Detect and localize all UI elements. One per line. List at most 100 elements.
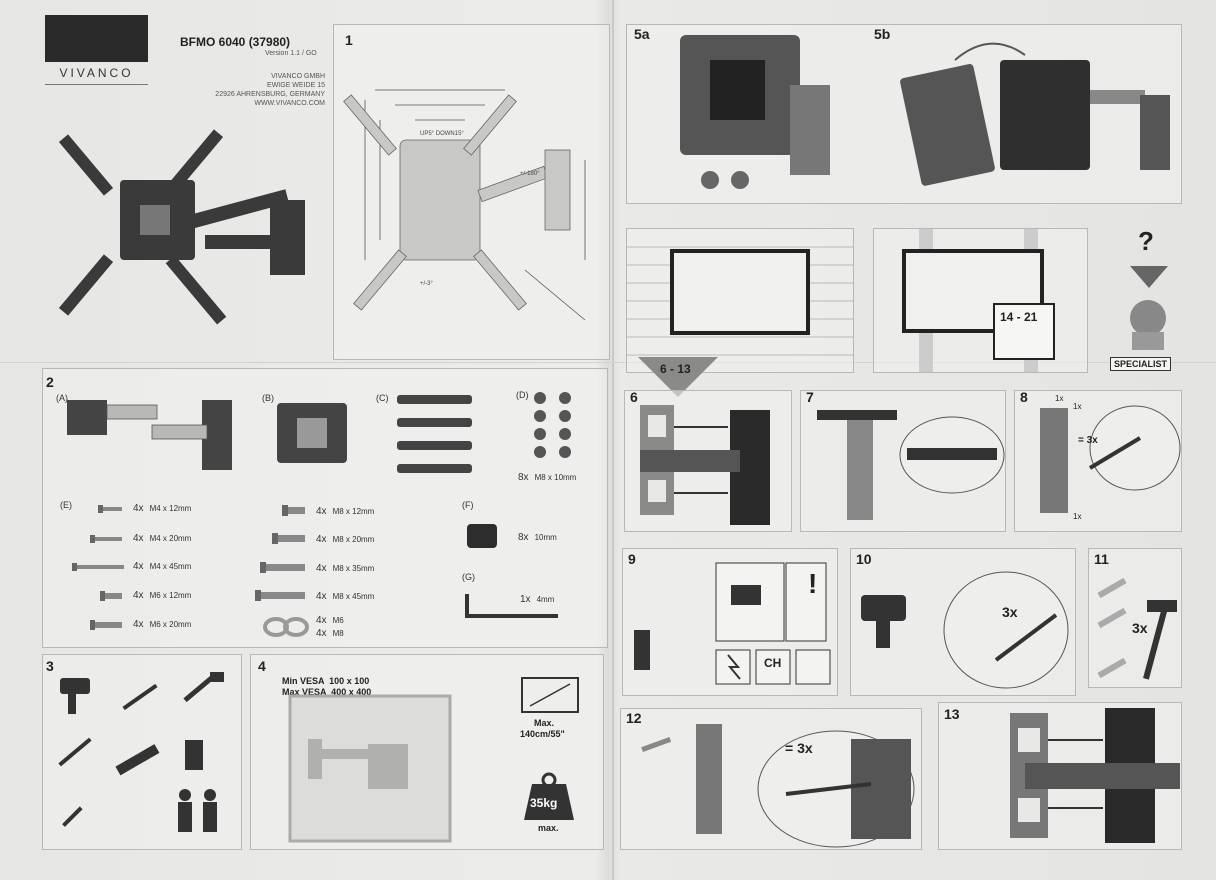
size: M4 x 20mm — [149, 534, 192, 543]
step-number: 2 — [46, 374, 54, 390]
screw-row: 4x M4 x 45mm — [72, 561, 191, 572]
qty: 4x — [316, 590, 327, 602]
qty: 4x — [133, 561, 144, 572]
address-line: VIVANCO GMBH — [271, 73, 325, 80]
tv-mount-preview — [288, 694, 452, 843]
qty: 4x — [316, 533, 327, 545]
brand-logo-block — [45, 15, 148, 62]
step-number: 5b — [874, 26, 891, 42]
step-number: 6 — [630, 389, 638, 405]
part-g-spec: 1x 4mm — [520, 594, 554, 605]
screen-size-icon — [521, 677, 579, 713]
tools-illustration — [58, 672, 224, 832]
washer-icon — [263, 617, 309, 637]
qty: 1x — [520, 594, 531, 605]
qty: 4x — [316, 562, 327, 574]
fold-line-horizontal — [0, 362, 1216, 363]
step-number: 5a — [634, 26, 650, 42]
part-a-arm — [67, 400, 232, 470]
mark-count-b: 1x — [1073, 402, 1082, 411]
question-icon: ? — [1138, 226, 1154, 256]
size: M8 x 45mm — [332, 591, 375, 601]
range-triangle-badge — [638, 357, 718, 397]
qty: 8x — [518, 472, 529, 483]
size: M8 x 20mm — [332, 534, 375, 544]
screw-row: 4x M8 x 20mm — [255, 533, 374, 545]
washer-row: 4x M6 — [316, 615, 344, 626]
rotation-label: +/-3° — [420, 281, 434, 287]
screw-row: 4x M8 x 12mm — [255, 505, 374, 517]
tilt-label: UP5° DOWN15° — [420, 131, 464, 137]
warning-exclamation: ! — [808, 568, 818, 599]
dowel-count: 3x — [1132, 620, 1148, 636]
down-triangle-icon — [1130, 266, 1168, 288]
brand-name: VIVANCO — [59, 66, 134, 80]
qty: 4x — [316, 505, 327, 517]
version-text: Version 1.1 / GO — [265, 50, 317, 57]
model-title: BFMO 6040 (37980) — [180, 35, 291, 49]
part-c-rails — [397, 395, 472, 473]
step-number: 1 — [345, 32, 353, 48]
wall-plate-slide-illustration — [640, 405, 770, 525]
size: M6 — [332, 616, 344, 625]
screw-icon — [260, 562, 305, 573]
size: M8 x 35mm — [332, 563, 375, 573]
size: M8 — [332, 629, 344, 638]
fix-wall-plate-illustration — [641, 724, 915, 848]
max-size: 140cm/55" — [520, 729, 565, 739]
mark-count-c: 1x — [1073, 512, 1082, 521]
country-label: CH — [764, 656, 782, 670]
step-number: 4 — [258, 658, 266, 674]
screw-icon — [98, 504, 122, 513]
screw-row: 4x M8 x 45mm — [255, 590, 374, 602]
qty: 4x — [316, 628, 327, 639]
part-label-g: (G) — [462, 572, 475, 582]
screw-row: 4x M8 x 35mm — [255, 562, 374, 574]
weight-icon — [524, 772, 574, 820]
size: M6 x 20mm — [149, 620, 192, 629]
step-number: 3 — [46, 658, 54, 674]
part-label-b: (B) — [262, 393, 274, 403]
step-number: 8 — [1020, 389, 1028, 405]
part-b-plate — [277, 403, 347, 463]
step-number: 7 — [806, 389, 814, 405]
part-label-e: (E) — [60, 500, 72, 510]
allen-key-icon — [465, 594, 558, 618]
mark-holes-illustration — [1040, 405, 1181, 513]
swivel-label: +/-180° — [520, 171, 540, 177]
screw-row: 4x M6 x 20mm — [72, 619, 191, 630]
screw-row: 4x M6 x 12mm — [72, 590, 191, 601]
part-d-nuts — [534, 392, 571, 458]
screw-count: = 3x — [785, 740, 813, 756]
fold-line-vertical — [612, 0, 614, 880]
product-illustration — [58, 129, 305, 325]
part-d-spec: 8x M8 x 10mm — [518, 472, 576, 483]
screw-icon — [282, 505, 305, 516]
screw-icon — [90, 619, 122, 630]
qty: 4x — [133, 503, 144, 514]
drill-holes-illustration — [861, 571, 1069, 689]
size: M8 x 10mm — [534, 473, 577, 482]
detector-warning-illustration — [634, 562, 831, 685]
max-label: Max. — [534, 718, 555, 728]
size: M8 x 12mm — [332, 506, 375, 516]
qty: 4x — [316, 615, 327, 626]
washer-row: 4x M8 — [316, 628, 344, 639]
qty: 4x — [133, 533, 144, 544]
drywall-tv — [902, 229, 1055, 372]
part-label-d: (D) — [516, 390, 529, 400]
size: 10mm — [534, 533, 557, 542]
vesa-min: Min VESA 100 x 100 — [282, 676, 370, 686]
brand-underline — [45, 84, 148, 85]
size: M4 x 45mm — [149, 562, 192, 571]
screw-row: 4x M4 x 12mm — [72, 503, 191, 514]
vesa-max: Max VESA 400 x 400 — [282, 687, 372, 697]
plate-swap-illustration — [900, 42, 1170, 186]
part-label-a: (A) — [56, 393, 68, 403]
part-label-f: (F) — [462, 500, 474, 510]
address-line: EWIGE WEIDE 15 — [267, 82, 325, 89]
step-11-panel — [1088, 548, 1182, 688]
step-number: 11 — [1094, 551, 1109, 567]
hang-arm-illustration — [1010, 708, 1180, 843]
size: M4 x 12mm — [149, 504, 192, 513]
